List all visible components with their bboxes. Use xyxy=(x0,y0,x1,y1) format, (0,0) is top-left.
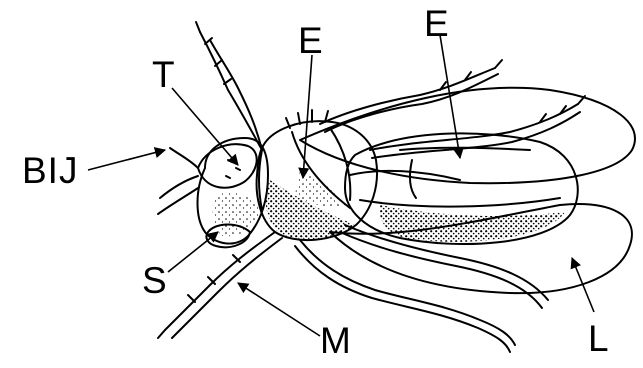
pointer-bij xyxy=(88,150,165,170)
wing-upper xyxy=(300,88,635,183)
label-e-wing: E xyxy=(424,5,450,42)
label-t: T xyxy=(152,56,176,93)
label-s: S xyxy=(142,262,168,299)
compound-eye xyxy=(198,144,257,188)
pointer-m xyxy=(238,283,320,336)
pointer-e-thorax xyxy=(303,55,312,178)
label-bij: BIJ xyxy=(22,152,78,189)
label-m: M xyxy=(320,322,352,359)
pointer-t xyxy=(172,88,238,165)
label-l: L xyxy=(588,320,610,357)
pointer-s xyxy=(168,232,218,272)
label-e-thorax: E xyxy=(298,22,324,59)
leg-mid-right-2 xyxy=(370,104,578,150)
pointer-l xyxy=(572,258,594,312)
